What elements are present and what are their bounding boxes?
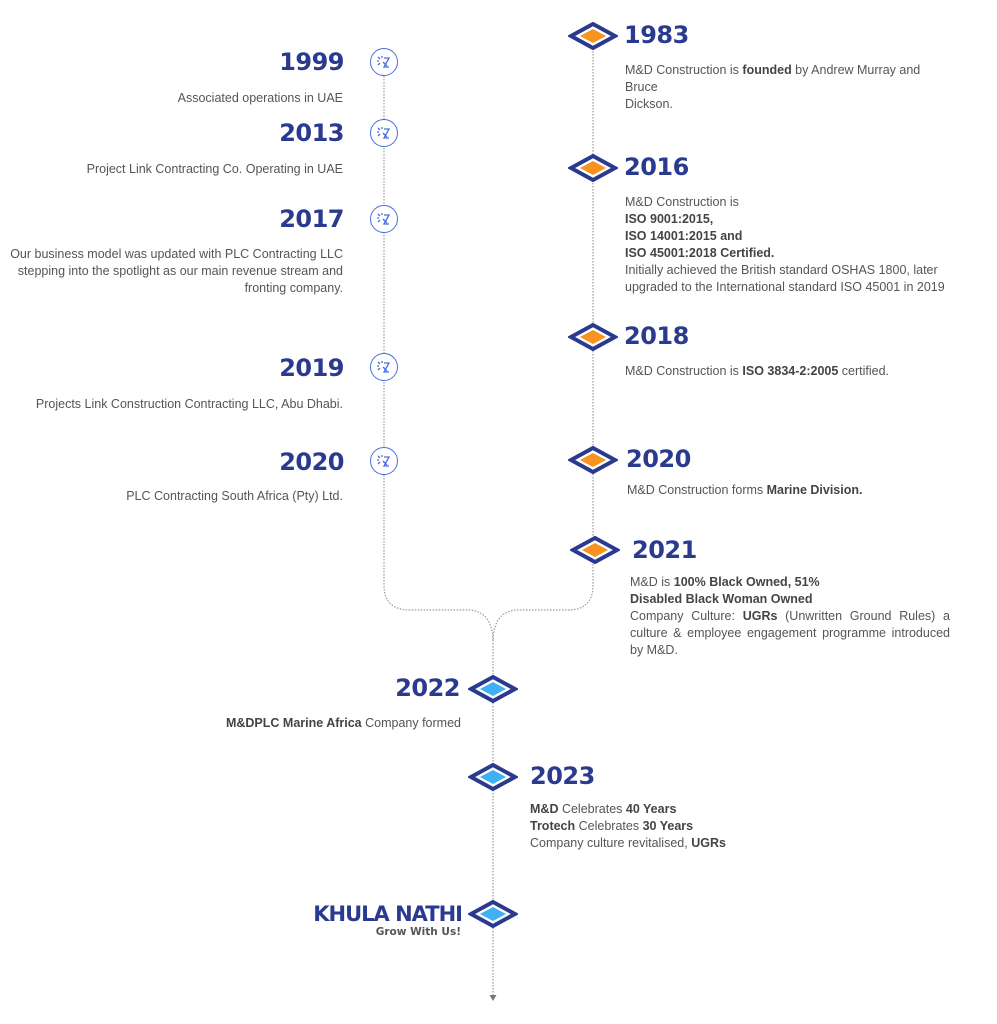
timeline-description: Associated operations in UAE bbox=[177, 91, 343, 105]
timeline-year: 2021 bbox=[632, 536, 697, 564]
orange-diamond-icon bbox=[570, 536, 620, 564]
description-line: stepping into the spotlight as our main … bbox=[17, 264, 343, 278]
bold-text: founded bbox=[742, 63, 792, 77]
blue-diamond-icon bbox=[468, 763, 518, 791]
timeline-description: Projects Link Construction Contracting L… bbox=[35, 397, 343, 411]
arrow-down-icon bbox=[489, 995, 497, 1001]
text: Company formed bbox=[361, 716, 461, 730]
grow-with-us-tagline: Grow With Us! bbox=[375, 926, 461, 938]
bold-text: ISO 3834-2:2005 bbox=[742, 364, 839, 378]
description-line: fronting company. bbox=[244, 281, 343, 295]
timeline-year: 2019 bbox=[279, 354, 344, 382]
timeline-year: 2018 bbox=[624, 322, 689, 350]
orange-diamond-icon bbox=[568, 22, 618, 50]
text: Dickson. bbox=[625, 97, 673, 111]
bold-text: 100% Black Owned, 51% bbox=[673, 575, 820, 589]
timeline-description: M&D Construction forms Marine Division. bbox=[627, 482, 957, 499]
bold-text: M&D bbox=[530, 802, 559, 816]
orange-diamond-icon bbox=[568, 154, 618, 182]
text: certified. bbox=[838, 364, 890, 378]
orange-diamond-icon bbox=[568, 446, 618, 474]
timeline-year: 2020 bbox=[626, 445, 691, 473]
timeline-year: 2017 bbox=[279, 205, 344, 233]
bold-text: Trotech bbox=[530, 819, 576, 833]
bold-text: UGRs bbox=[691, 836, 726, 850]
timeline-description: M&D is 100% Black Owned, 51% Disabled Bl… bbox=[630, 574, 950, 659]
blue-diamond-icon bbox=[468, 675, 518, 703]
timeline-year: 2020 bbox=[279, 448, 344, 476]
timeline-year: 2023 bbox=[530, 762, 595, 790]
text: M&D Construction is bbox=[625, 195, 739, 209]
text: Celebrates bbox=[558, 802, 626, 816]
plc-logo-icon bbox=[370, 205, 398, 233]
description-line: Our business model was updated with PLC … bbox=[10, 247, 343, 261]
timeline-description: PLC Contracting South Africa (Pty) Ltd. bbox=[126, 489, 343, 503]
bold-text: UGRs bbox=[742, 609, 778, 623]
bold-text: Marine Division. bbox=[766, 483, 863, 497]
text: (Unwritten Ground Rules) a culture & emp… bbox=[630, 609, 950, 657]
text: Celebrates bbox=[575, 819, 643, 833]
bold-text: 30 Years bbox=[642, 819, 694, 833]
bold-text: ISO 9001:2015, bbox=[625, 212, 714, 226]
bold-text: ISO 14001:2015 and bbox=[625, 229, 743, 243]
khula-nathi-title: KHULA NATHI bbox=[313, 902, 463, 926]
text: M&D Construction is bbox=[625, 364, 743, 378]
plc-logo-icon bbox=[370, 119, 398, 147]
plc-logo-icon bbox=[370, 447, 398, 475]
bold-text: 40 Years bbox=[625, 802, 677, 816]
text: Initially achieved the British standard … bbox=[625, 263, 938, 277]
timeline-description: Project Link Contracting Co. Operating i… bbox=[86, 162, 343, 176]
text: M&D is bbox=[630, 575, 674, 589]
bold-text: Disabled Black Woman Owned bbox=[630, 592, 813, 606]
timeline-description: Our business model was updated with PLC … bbox=[10, 246, 343, 297]
timeline-year: 2013 bbox=[279, 119, 344, 147]
timeline-year: 2022 bbox=[395, 674, 460, 702]
right-timeline-line bbox=[492, 48, 594, 641]
timeline-year: 2016 bbox=[624, 153, 689, 181]
orange-diamond-icon bbox=[568, 323, 618, 351]
bold-text: M&DPLC Marine Africa bbox=[225, 716, 362, 730]
timeline-year: 1999 bbox=[279, 48, 344, 76]
timeline-description: M&DPLC Marine Africa Company formed bbox=[226, 715, 461, 732]
text: by Andrew Murray and Bruce bbox=[625, 63, 921, 94]
timeline-description: M&D Construction is ISO 3834-2:2005 cert… bbox=[625, 363, 955, 380]
plc-logo-icon bbox=[370, 353, 398, 381]
text: M&D Construction is bbox=[625, 63, 743, 77]
text: M&D Construction forms bbox=[627, 483, 767, 497]
text: Company culture revitalised, bbox=[530, 836, 692, 850]
blue-diamond-icon bbox=[468, 900, 518, 928]
plc-logo-icon bbox=[370, 48, 398, 76]
bold-text: ISO 45001:2018 Certified. bbox=[625, 246, 775, 260]
timeline-year: 1983 bbox=[624, 21, 689, 49]
timeline-description: M&D Construction is ISO 9001:2015, ISO 1… bbox=[625, 194, 965, 296]
timeline-description: M&D Construction is founded by Andrew Mu… bbox=[625, 62, 955, 113]
text: Company Culture: bbox=[630, 609, 743, 623]
left-timeline-line bbox=[383, 76, 494, 641]
timeline-description: M&D Celebrates 40 Years Trotech Celebrat… bbox=[530, 801, 830, 852]
text: upgraded to the International standard I… bbox=[625, 280, 945, 294]
